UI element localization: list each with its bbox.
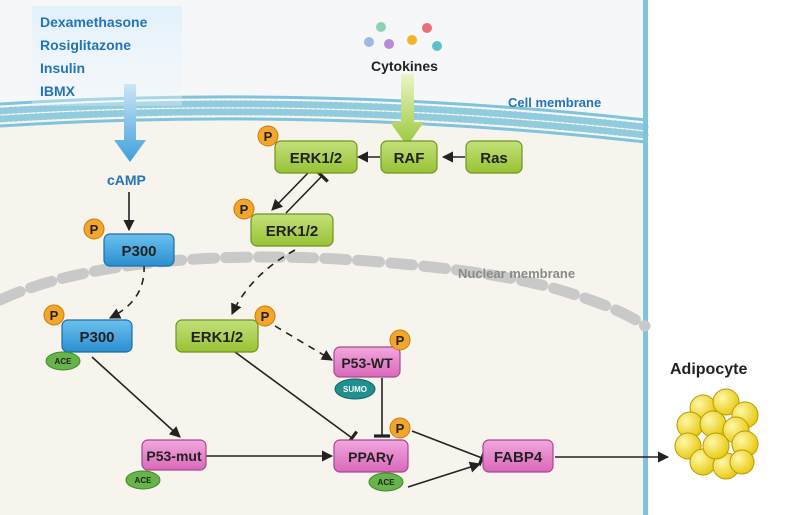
node-ppar-gamma: PPARγ: [333, 439, 409, 473]
adipocyte-label: Adipocyte: [670, 361, 747, 378]
cytokines-label: Cytokines: [371, 58, 438, 74]
erk-mid-inhibits-erk-top: [285, 169, 329, 214]
p300-to-p53mut-arrow: [91, 356, 181, 438]
phospho-erk-nuclear: P: [254, 305, 276, 327]
p300-top-label: P300: [121, 243, 156, 260]
svg-text:P: P: [261, 309, 270, 324]
erk-to-p53wt-arrow: [274, 325, 333, 361]
stimulus-ibmx: IBMX: [40, 83, 76, 99]
svg-text:SUMO: SUMO: [343, 385, 367, 394]
stimulus-dexamethasone: Dexamethasone: [40, 14, 148, 30]
nuclear-membrane-label: Nuclear membrane: [458, 266, 575, 281]
node-p53-wt: P53-WT: [333, 346, 401, 378]
erk-inhibits-ppar: [234, 351, 359, 446]
stimuli-arrow: [114, 84, 146, 162]
stimulus-rosiglitazone: Rosiglitazone: [40, 37, 131, 53]
phospho-erk-top: P: [257, 125, 279, 147]
ppar-inhibits-fabp4: [411, 430, 487, 467]
svg-text:P: P: [50, 308, 59, 323]
cell-membrane: [0, 95, 649, 144]
erk-top-label: ERK1/2: [290, 150, 343, 167]
node-p300-top: P300: [103, 233, 175, 267]
p300-bottom-label: P300: [79, 329, 114, 346]
raf-label: RAF: [394, 150, 425, 167]
adipocyte-boundary: [643, 0, 648, 515]
erk-nuclear-label: ERK1/2: [191, 329, 244, 346]
cytokine-molecules: [364, 22, 442, 51]
node-p300-bottom: P300: [61, 319, 133, 353]
phospho-erk-mid: P: [233, 198, 255, 220]
ppar-gamma-label: PPARγ: [348, 449, 394, 465]
node-erk-nuclear: ERK1/2: [175, 319, 259, 353]
svg-text:ACE: ACE: [55, 357, 73, 366]
node-erk-top: ERK1/2: [274, 140, 358, 174]
erk-translocation-arrow: [231, 249, 296, 316]
adipocyte-fat-cluster-icon: [674, 388, 759, 480]
node-raf: RAF: [380, 140, 438, 174]
nuclear-membrane: [0, 251, 651, 332]
stimulus-insulin: Insulin: [40, 60, 85, 76]
phospho-badges: P P P P P P P: [43, 125, 411, 439]
p53-wt-label: P53-WT: [341, 355, 393, 371]
svg-text:P: P: [240, 202, 249, 217]
svg-text:P: P: [90, 222, 99, 237]
svg-text:P: P: [396, 421, 405, 436]
cytokine-arrow: [390, 74, 424, 146]
svg-text:P: P: [396, 333, 405, 348]
camp-label: cAMP: [107, 172, 146, 188]
svg-text:ACE: ACE: [135, 476, 153, 485]
erk-mid-label: ERK1/2: [266, 223, 319, 240]
phospho-p300-top: P: [83, 218, 105, 240]
pathway-connectors: [91, 151, 670, 488]
phospho-p53-wt: P: [389, 329, 411, 351]
node-erk-mid: ERK1/2: [250, 213, 334, 247]
ras-label: Ras: [480, 150, 508, 167]
node-ras: Ras: [465, 140, 523, 174]
ppar-to-fabp4-arrow: [407, 461, 482, 488]
cytoplasm: [0, 104, 645, 515]
svg-text:P: P: [264, 129, 273, 144]
fabp4-label: FABP4: [494, 449, 543, 466]
node-p53-mut: P53-mut: [141, 439, 207, 471]
node-fabp4: FABP4: [482, 439, 554, 473]
phospho-p300-bottom: P: [43, 304, 65, 326]
sumo-badge-p53-wt: SUMO: [334, 378, 376, 400]
cell-membrane-label: Cell membrane: [508, 95, 601, 110]
acetyl-ace-ppar-gamma: ACE: [368, 472, 404, 492]
stimuli-panel: [32, 6, 182, 106]
acetyl-ace-p53-mut: ACE: [125, 470, 161, 490]
phospho-ppar-gamma: P: [389, 417, 411, 439]
erk-top-to-erk-mid-arrow: [271, 172, 309, 211]
p53-mut-label: P53-mut: [146, 448, 202, 464]
p300-translocation-arrow: [108, 264, 145, 319]
acetyl-ace-p300: ACE: [45, 351, 81, 371]
svg-text:ACE: ACE: [378, 478, 396, 487]
